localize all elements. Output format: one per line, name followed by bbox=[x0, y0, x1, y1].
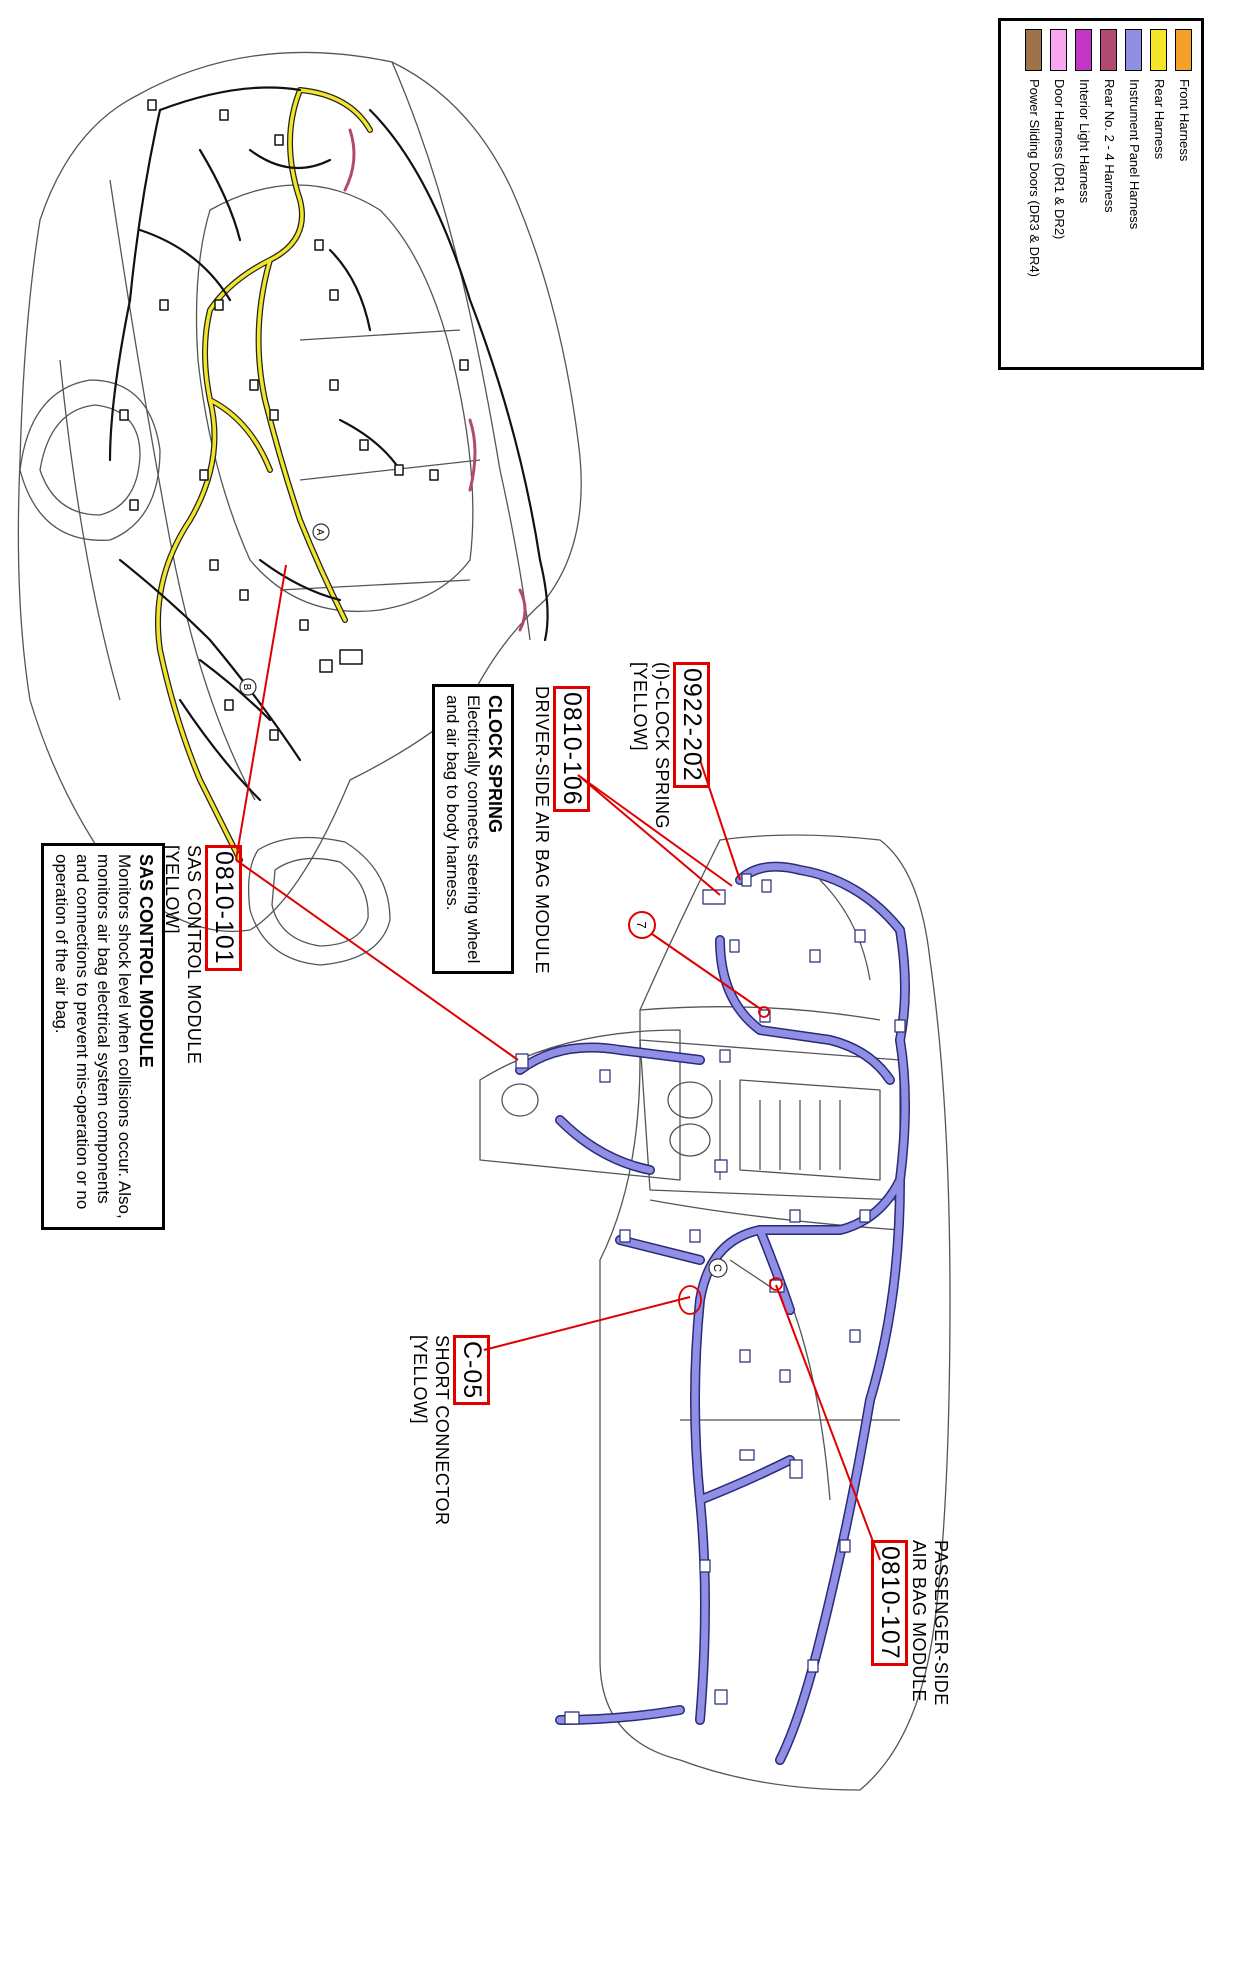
description-line: operation of the air bag. bbox=[52, 854, 71, 1034]
component-name-line2: AIR BAG MODULE bbox=[909, 1540, 929, 1703]
connector-color: [YELLOW] bbox=[630, 662, 650, 752]
component-name: DRIVER-SIDE AIR BAG MODULE bbox=[532, 686, 552, 975]
part-number: 0922-202 bbox=[673, 662, 710, 788]
part-number: 0810-106 bbox=[553, 686, 590, 812]
legend-swatch bbox=[1025, 29, 1042, 71]
description-line: and air bag to body harness. bbox=[443, 695, 462, 911]
legend-swatch bbox=[1050, 29, 1067, 71]
description-line: Electrically connects steering wheel bbox=[464, 695, 483, 964]
legend-label: Instrument Panel Harness bbox=[1127, 79, 1142, 230]
legend-item-instrument-panel-harness: Instrument Panel Harness bbox=[1123, 21, 1145, 367]
sas-description: SAS CONTROL MODULE Monitors shock level … bbox=[41, 843, 165, 1230]
description-line: and connections to prevent mis-operation… bbox=[73, 854, 92, 1210]
marker-c: C bbox=[708, 1258, 728, 1278]
harness-color-legend: Front Harness Rear Harness Instrument Pa… bbox=[998, 18, 1204, 370]
svg-text:C: C bbox=[711, 1264, 723, 1272]
legend-swatch bbox=[1175, 29, 1192, 71]
marker-a: A bbox=[312, 523, 330, 541]
vehicle-outline bbox=[17, 51, 582, 966]
highlight-connectors bbox=[678, 1006, 783, 1315]
svg-text:B: B bbox=[241, 684, 252, 691]
legend-label: Rear Harness bbox=[1152, 79, 1167, 160]
part-number: 0810-101 bbox=[205, 845, 242, 971]
svg-text:7: 7 bbox=[634, 921, 649, 928]
marker-b: B bbox=[239, 678, 257, 696]
description-title: SAS CONTROL MODULE bbox=[136, 854, 156, 1068]
description-line: monitors air bag electrical system compo… bbox=[94, 854, 113, 1204]
legend-label: Power Sliding Doors (DR3 & DR4) bbox=[1027, 79, 1042, 277]
component-name: (I)-CLOCK SPRING bbox=[652, 662, 672, 830]
legend-label: Door Harness (DR1 & DR2) bbox=[1052, 79, 1067, 240]
instrument-panel-harness bbox=[515, 861, 910, 1765]
vehicle-harness bbox=[108, 86, 549, 863]
component-name: SHORT CONNECTOR bbox=[432, 1335, 452, 1526]
description-line: Monitors shock level when collisions occ… bbox=[115, 854, 134, 1219]
part-number: 0810-107 bbox=[871, 1540, 908, 1666]
component-name-line1: PASSENGER-SIDE bbox=[931, 1540, 951, 1706]
leader-lines bbox=[235, 564, 881, 1561]
legend-label: Front Harness bbox=[1177, 79, 1192, 162]
description-title: CLOCK SPRING bbox=[485, 695, 505, 834]
legend-label: Rear No. 2 - 4 Harness bbox=[1102, 79, 1117, 213]
legend-swatch bbox=[1075, 29, 1092, 71]
legend-swatch bbox=[1100, 29, 1117, 71]
legend-item-power-sliding-doors: Power Sliding Doors (DR3 & DR4) bbox=[1023, 21, 1045, 367]
callout-passenger-airbag: PASSENGER-SIDE AIR BAG MODULE 0810-107 bbox=[871, 1540, 952, 1706]
legend-item-rear-harness: Rear Harness bbox=[1148, 21, 1170, 367]
marker-7: 7 bbox=[628, 911, 656, 939]
callout-sas-control-module: 0810-101 SAS CONTROL MODULE [YELLOW] bbox=[161, 845, 242, 1064]
legend-item-interior-light-harness: Interior Light Harness bbox=[1073, 21, 1095, 367]
legend-label: Interior Light Harness bbox=[1077, 79, 1092, 204]
legend-item-rear-no2-4-harness: Rear No. 2 - 4 Harness bbox=[1098, 21, 1120, 367]
callout-clock-spring: 0922-202 (I)-CLOCK SPRING [YELLOW] bbox=[629, 662, 710, 829]
connector-color: [YELLOW] bbox=[410, 1335, 430, 1425]
callout-short-connector: C-05 SHORT CONNECTOR [YELLOW] bbox=[409, 1335, 490, 1526]
legend-swatch bbox=[1150, 29, 1167, 71]
legend-swatch bbox=[1125, 29, 1142, 71]
clock-spring-description: CLOCK SPRING Electrically connects steer… bbox=[432, 684, 514, 975]
svg-text:A: A bbox=[314, 529, 325, 536]
callout-driver-airbag: 0810-106 DRIVER-SIDE AIR BAG MODULE bbox=[531, 686, 590, 974]
legend-item-front-harness: Front Harness bbox=[1173, 21, 1195, 367]
legend-item-door-harness: Door Harness (DR1 & DR2) bbox=[1048, 21, 1070, 367]
component-name: SAS CONTROL MODULE bbox=[184, 845, 204, 1065]
part-number: C-05 bbox=[453, 1335, 490, 1406]
